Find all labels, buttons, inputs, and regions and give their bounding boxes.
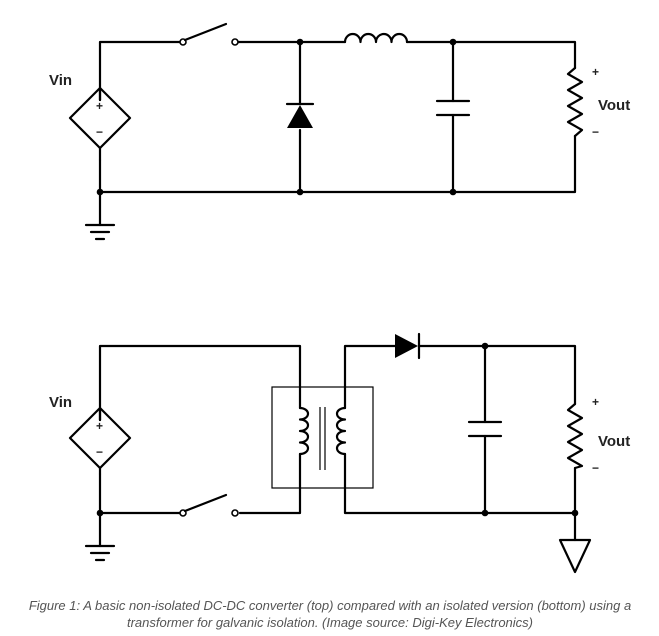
bottom-output-minus-sign: − bbox=[592, 461, 599, 475]
top-switch bbox=[179, 22, 239, 46]
bottom-source-plus-sign: + bbox=[96, 419, 103, 433]
top-junction-dots bbox=[96, 38, 457, 196]
top-capacitor bbox=[435, 99, 471, 117]
primary-winding bbox=[298, 406, 310, 456]
top-vin-label: Vin bbox=[49, 72, 72, 89]
top-ground-symbol bbox=[84, 223, 116, 241]
transformer-box bbox=[271, 386, 374, 489]
output-ground-triangle bbox=[558, 538, 592, 574]
bottom-source-minus-sign: − bbox=[96, 445, 103, 459]
top-wires bbox=[98, 40, 577, 227]
bottom-junction-dots bbox=[96, 342, 579, 517]
bottom-switch bbox=[179, 493, 239, 517]
bottom-capacitor bbox=[467, 420, 503, 438]
isolated-converter: Vin + − + Vout − bbox=[49, 332, 630, 574]
top-output-plus-sign: + bbox=[592, 65, 599, 79]
top-inductor bbox=[343, 32, 409, 44]
bottom-vout-label: Vout bbox=[598, 433, 630, 450]
bottom-wires bbox=[98, 344, 577, 548]
transformer bbox=[271, 386, 374, 489]
top-output-minus-sign: − bbox=[592, 125, 599, 139]
bottom-load-resistor bbox=[566, 402, 584, 470]
non-isolated-converter: Vin + − + Vout − bbox=[49, 22, 630, 241]
top-source-minus-sign: − bbox=[96, 125, 103, 139]
bottom-output-plus-sign: + bbox=[592, 395, 599, 409]
top-diode bbox=[285, 102, 315, 128]
figure-caption: Figure 1: A basic non-isolated DC-DC con… bbox=[28, 598, 632, 630]
bottom-diode bbox=[395, 332, 421, 360]
bottom-vin-label: Vin bbox=[49, 394, 72, 411]
top-load-resistor bbox=[566, 66, 584, 138]
secondary-winding bbox=[335, 406, 347, 456]
top-vout-label: Vout bbox=[598, 97, 630, 114]
top-source-plus-sign: + bbox=[96, 99, 103, 113]
bottom-ground-symbol bbox=[84, 544, 116, 562]
